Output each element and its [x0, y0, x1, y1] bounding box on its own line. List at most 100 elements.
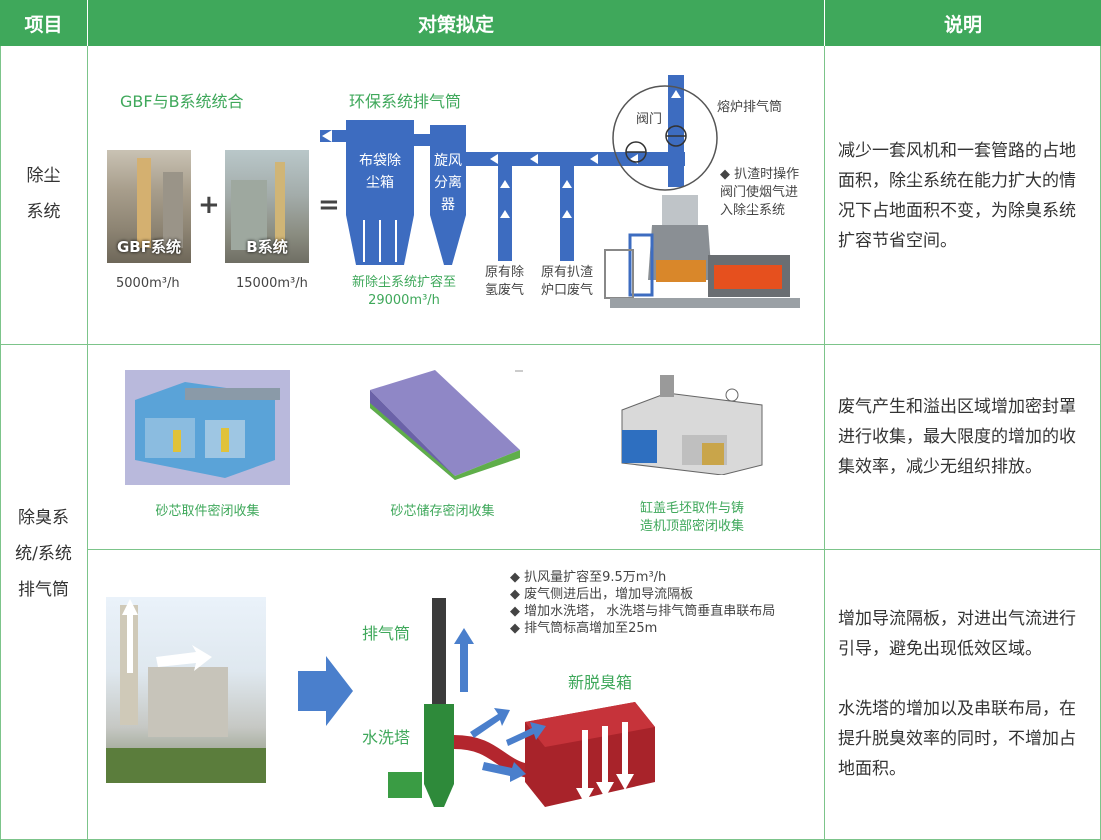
arrow-diagonal-icon	[482, 762, 526, 782]
header-item-label: 项目	[24, 13, 63, 36]
scrubber-body	[424, 704, 454, 784]
dust-system-diagram	[320, 75, 800, 308]
pump-box	[388, 772, 422, 798]
deodorize-system-diagram	[388, 598, 655, 807]
new-capacity-label: 新除尘系统扩容至 29000m³/h	[342, 274, 466, 310]
building-shape	[231, 180, 267, 250]
furnace-base	[610, 298, 800, 308]
blue-panel	[622, 430, 657, 463]
robot-shape	[221, 428, 229, 452]
arrow-up-icon	[500, 180, 510, 188]
valve-label: 阀门	[636, 112, 663, 127]
row2-item-line: 排气筒	[18, 580, 69, 600]
valve-callout	[612, 85, 718, 191]
row2-item-line: 统/系统	[15, 544, 72, 564]
header-strategy-label: 对策拟定	[417, 13, 494, 36]
box-top	[525, 702, 655, 747]
vent-shape	[725, 388, 739, 402]
building-shape	[163, 172, 183, 248]
row1-item-line: 系统	[26, 202, 61, 222]
sand-core-pickup-illustration	[125, 370, 290, 485]
header-description-label: 说明	[943, 13, 982, 36]
cyclone-label-line: 分离	[434, 175, 462, 191]
storage-roof	[370, 370, 520, 476]
row2-description: 废气产生和溢出区域增加密封罩进行收集，最大限度的增加的收集效率，减少无组织排放。	[838, 397, 1076, 477]
arrow-down-icon	[616, 774, 634, 790]
stack-pipe	[432, 598, 446, 710]
baghouse-label-line: 布袋除	[359, 153, 401, 169]
arrow-left-icon	[530, 154, 538, 164]
gbf-photo-label: GBF系统	[117, 238, 181, 256]
trees-shape	[106, 748, 266, 783]
arrow-up-icon	[562, 180, 572, 188]
arrow-down-icon	[576, 788, 594, 804]
stack-title: 环保系统排气筒	[348, 92, 461, 111]
b-flow: 15000m³/h	[236, 276, 308, 291]
baghouse-body	[346, 120, 414, 215]
caption-line: 缸盖毛坯取件与铸	[639, 501, 744, 516]
gbf-photo: GBF系统	[107, 150, 191, 263]
robot-shape	[173, 430, 181, 452]
grid-line	[0, 344, 1101, 345]
grid-line	[87, 46, 88, 840]
row2-item-line: 除臭系	[18, 508, 69, 528]
orig-slag-line: 炉口废气	[541, 283, 594, 298]
grid-line	[824, 46, 825, 840]
main-duct	[465, 152, 685, 166]
orig-h2-line: 原有除	[485, 265, 525, 280]
row1-item-line: 除尘	[26, 166, 61, 186]
slag-note: ◆ 扒渣时操作 阀门使烟气进 入除尘系统	[720, 166, 799, 220]
new-capacity-line: 新除尘系统扩容至	[351, 275, 456, 290]
room-shape	[145, 418, 195, 458]
row3-description-2: 水洗塔的增加以及串联布局，在提升脱臭效率的同时，不增加占地面积。	[838, 699, 1076, 779]
arrow-up-icon	[500, 210, 510, 218]
slag-note-line: 入除尘系统	[720, 203, 786, 218]
slag-note-line: 阀门使烟气进	[720, 185, 799, 200]
furnace-fire	[714, 265, 782, 289]
cylinder-head-enclosure-illustration	[621, 375, 763, 475]
row2-item: 除臭系 统/系统 排气筒	[0, 500, 87, 608]
arrow-up-icon	[454, 628, 474, 644]
new-box-label: 新脱臭箱	[568, 673, 633, 692]
cyclone-label-line: 器	[441, 197, 455, 213]
scrubber-cone	[424, 784, 454, 807]
slag-note-line: ◆ 扒渣时操作	[720, 167, 800, 182]
sand-core-storage-illustration	[370, 370, 523, 480]
header-description: 说明	[825, 0, 1101, 46]
caption-sand-core-pickup: 砂芯取件密闭收集	[155, 504, 260, 519]
grid-line	[0, 46, 1, 840]
caption-cylinder-head: 缸盖毛坯取件与铸 造机顶部密闭收集	[612, 500, 772, 536]
cyclone-body	[430, 125, 466, 215]
row1-item: 除尘 系统	[0, 158, 87, 230]
flow-arrows-icon	[122, 599, 212, 673]
gbf-flow: 5000m³/h	[116, 276, 180, 291]
stack-label: 排气筒	[362, 624, 411, 643]
plus-sign: +	[198, 190, 220, 220]
scrubber-label: 水洗塔	[362, 728, 411, 747]
b-photo-label: B系统	[246, 238, 288, 256]
furnace-stack-label: 熔炉排气筒	[717, 100, 783, 115]
vent-shape	[660, 375, 674, 397]
arrow-left-icon	[590, 154, 598, 164]
arrow-diagonal-icon	[506, 722, 546, 746]
cyclone-cone	[430, 215, 466, 265]
arrow-left-icon	[490, 154, 498, 164]
row3-bullets: ◆ 扒风量扩容至9.5万m³/h ◆ 废气侧进后出，增加导流隔板 ◆ 增加水洗塔…	[510, 569, 775, 637]
building-shape	[148, 667, 228, 737]
header-item: 项目	[0, 0, 87, 46]
connector-duct	[414, 134, 434, 146]
arrow-left-icon	[322, 130, 332, 142]
row3-description-1: 增加导流隔板，对进出气流进行引导，避免出现低效区域。	[838, 609, 1076, 659]
machine-shape	[702, 443, 724, 465]
bullet-item: ◆ 增加水洗塔， 水洗塔与排气筒垂直串联布局	[510, 604, 776, 619]
orig-slag-label: 原有扒渣 炉口废气	[541, 264, 593, 300]
bullet-item: ◆ 排气筒标高增加至25m	[510, 621, 658, 636]
b-photo: B系统	[225, 150, 309, 263]
orig-h2-line: 氢废气	[485, 283, 525, 298]
baghouse-label: 布袋除 尘箱	[346, 150, 414, 194]
bullet-item: ◆ 废气侧进后出，增加导流隔板	[510, 587, 694, 602]
tower-shape	[137, 158, 151, 248]
orig-h2-label: 原有除 氢废气	[485, 264, 524, 300]
header-strategy: 对策拟定	[88, 0, 824, 46]
merge-title: GBF与B系统统合	[120, 92, 244, 111]
